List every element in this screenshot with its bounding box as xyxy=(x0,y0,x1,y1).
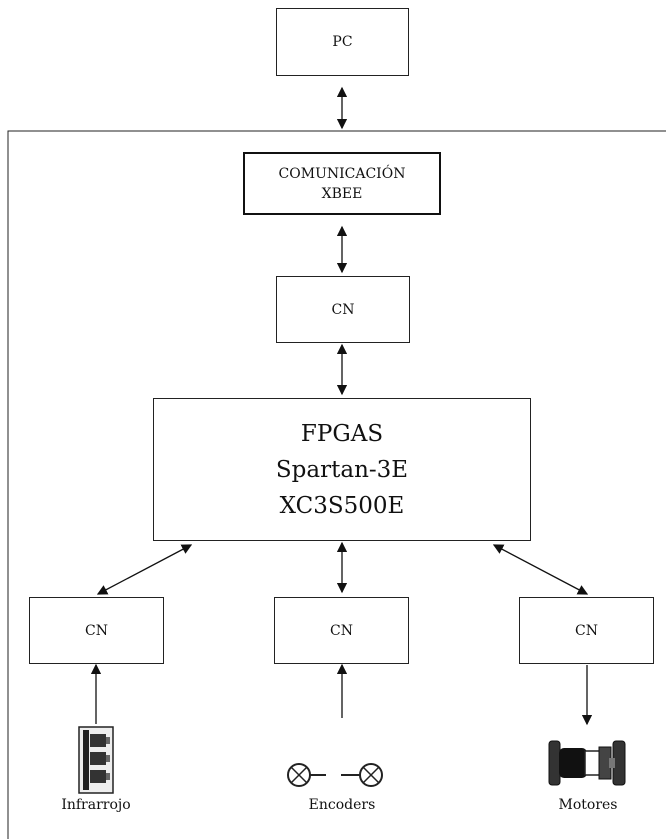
comm-line-2: XBEE xyxy=(321,185,363,202)
enclosure-frame xyxy=(7,130,666,839)
cn-left-node: CN xyxy=(29,597,164,664)
cn-right-node: CN xyxy=(519,597,654,664)
cn-right-label: CN xyxy=(575,622,598,639)
comm-line-1: COMUNICACIÓN xyxy=(278,165,406,182)
pc-label: PC xyxy=(332,34,353,50)
arrow-fpga-cn-right xyxy=(492,544,589,595)
infrared-sensor-icon xyxy=(78,726,114,794)
cn-top-node: CN xyxy=(276,276,410,343)
motores-caption: Motores xyxy=(558,797,618,813)
fpga-line-3: XC3S500E xyxy=(279,492,405,519)
cn-mid-label: CN xyxy=(330,622,353,639)
fpga-line-1: FPGAS xyxy=(300,420,384,447)
encoders-caption: Encoders xyxy=(308,797,376,813)
fpga-line-2: Spartan-3E xyxy=(275,456,409,483)
motor-icon xyxy=(548,740,626,786)
fpga-node: FPGAS Spartan-3E XC3S500E xyxy=(153,398,531,541)
cn-left-label: CN xyxy=(85,622,108,639)
comm-xbee-node: COMUNICACIÓN XBEE xyxy=(243,152,441,215)
arrow-fpga-cn-left xyxy=(96,544,193,595)
infrarrojo-caption: Infrarrojo xyxy=(61,797,131,813)
encoder-icon xyxy=(287,763,383,787)
cn-top-label: CN xyxy=(331,301,355,318)
cn-mid-node: CN xyxy=(274,597,409,664)
pc-node: PC xyxy=(276,8,409,76)
